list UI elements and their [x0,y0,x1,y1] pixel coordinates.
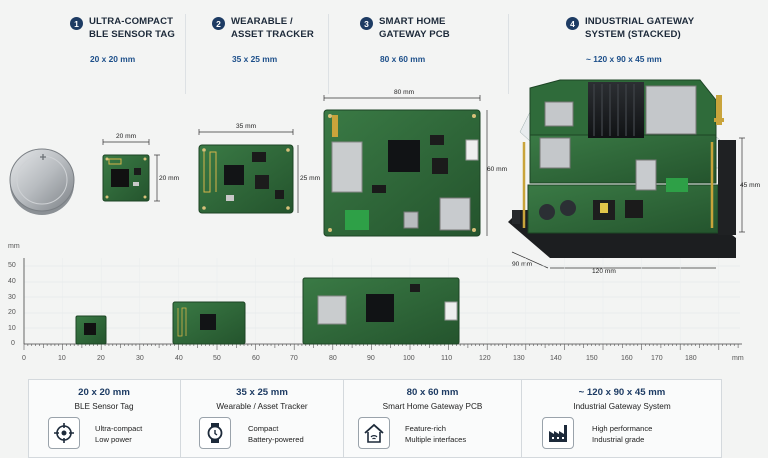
feature: Multiple interfaces [405,435,467,444]
card-dims: 80 x 60 mm [406,387,459,398]
x-tick: 130 [513,355,525,362]
card-name: BLE Sensor Tag [74,402,134,411]
divider [185,14,186,94]
feature: Battery-powered [248,435,304,444]
x-tick: 100 [403,355,415,362]
x-tick: 50 [213,355,221,362]
summary-card-gateway: 80 x 60 mm Smart Home Gateway PCB Featur… [344,379,521,458]
x-tick: 90 [367,355,375,362]
feature: Compact [248,424,279,433]
divider [180,379,181,458]
header-title-line: ASSET TRACKER [231,28,314,40]
x-tick: 70 [290,355,298,362]
hardware-illustration [9,79,745,269]
divider [521,379,522,458]
x-tick: 180 [685,355,697,362]
ruler-unit: mm [8,243,20,250]
x-tick: 80 [329,355,337,362]
measure-label: 80 mm [394,89,415,96]
card-name: Industrial Gateway System [573,402,671,411]
x-tick: 40 [175,355,183,362]
step-badge: 1 [70,17,83,30]
y-tick: 50 [8,262,16,269]
card-name: Smart Home Gateway PCB [382,402,483,411]
summary-card-industrial: ~ 120 x 90 x 45 mm Industrial Gateway Sy… [522,379,722,458]
y-tick: 0 [11,340,15,347]
x-tick: 150 [586,355,598,362]
ruler-grid [23,258,742,350]
feature: Ultra-compact [95,424,143,433]
header-title-line: GATEWAY PCB [379,28,450,40]
column-header-2: 2 WEARABLE /ASSET TRACKER [212,16,314,41]
step-badge: 3 [360,17,373,30]
header-dims: 35 x 25 mm [232,54,278,64]
x-tick: 10 [58,355,66,362]
x-tick: 170 [651,355,663,362]
step-badge: 2 [212,17,225,30]
y-tick: 30 [8,294,16,301]
home-wifi-icon [358,417,390,449]
measure-label: 60 mm [487,166,508,173]
header-title-line: WEARABLE / [231,16,293,27]
summary-card-tracker: 35 x 25 mm Wearable / Asset Tracker Comp… [181,379,343,458]
header-dims: 20 x 20 mm [90,54,136,64]
measure-label: 90 mm [512,261,533,268]
crosshair-icon [48,417,80,449]
measure-label: 20 mm [116,133,137,140]
header-title-line: INDUSTRIAL GATEWAY [585,16,695,27]
x-tick: 140 [550,355,562,362]
card-name: Wearable / Asset Tracker [216,402,308,411]
divider [328,14,329,94]
header-title-line: SMART HOME [379,16,446,27]
step-badge: 4 [566,17,579,30]
card-dims: 20 x 20 mm [78,387,130,398]
x-tick: 110 [441,355,453,362]
ble-tag-pcb [102,154,150,202]
y-tick: 20 [8,309,16,316]
coin-cell-battery [9,148,75,215]
measure-label: 45 mm [740,182,761,189]
measure-label: 20 mm [159,175,180,182]
x-tick: 120 [479,355,491,362]
header-title-line: BLE SENSOR TAG [89,28,175,40]
x-axis-unit: mm [732,355,744,362]
divider [343,379,344,458]
y-tick: 40 [8,278,16,285]
feature: Low power [95,435,132,444]
measure-label: 120 mm [592,268,616,275]
watch-icon [199,417,231,449]
feature: Feature-rich [405,424,446,433]
divider [508,14,509,94]
industrial-gateway-stack [508,79,736,258]
header-title-line: ULTRA-COMPACT [89,16,174,27]
x-tick: 0 [22,355,26,362]
card-dims: 35 x 25 mm [236,387,288,398]
y-tick: 10 [8,325,16,332]
card-dims: ~ 120 x 90 x 45 mm [578,387,666,398]
measure-label: 25 mm [300,175,321,182]
measure-label: 35 mm [236,123,257,130]
x-tick: 30 [136,355,144,362]
x-tick: 20 [97,355,105,362]
header-title-line: SYSTEM (STACKED) [585,28,681,40]
feature: High performance [592,424,653,433]
header-dims: ~ 120 x 90 x 45 mm [586,54,662,64]
header-dims: 80 x 60 mm [380,54,426,64]
x-tick: 160 [621,355,633,362]
tracker-pcb [198,144,294,214]
factory-icon [542,417,574,449]
x-tick: 60 [252,355,260,362]
gateway-pcb [323,109,481,237]
feature: Industrial grade [592,435,645,444]
